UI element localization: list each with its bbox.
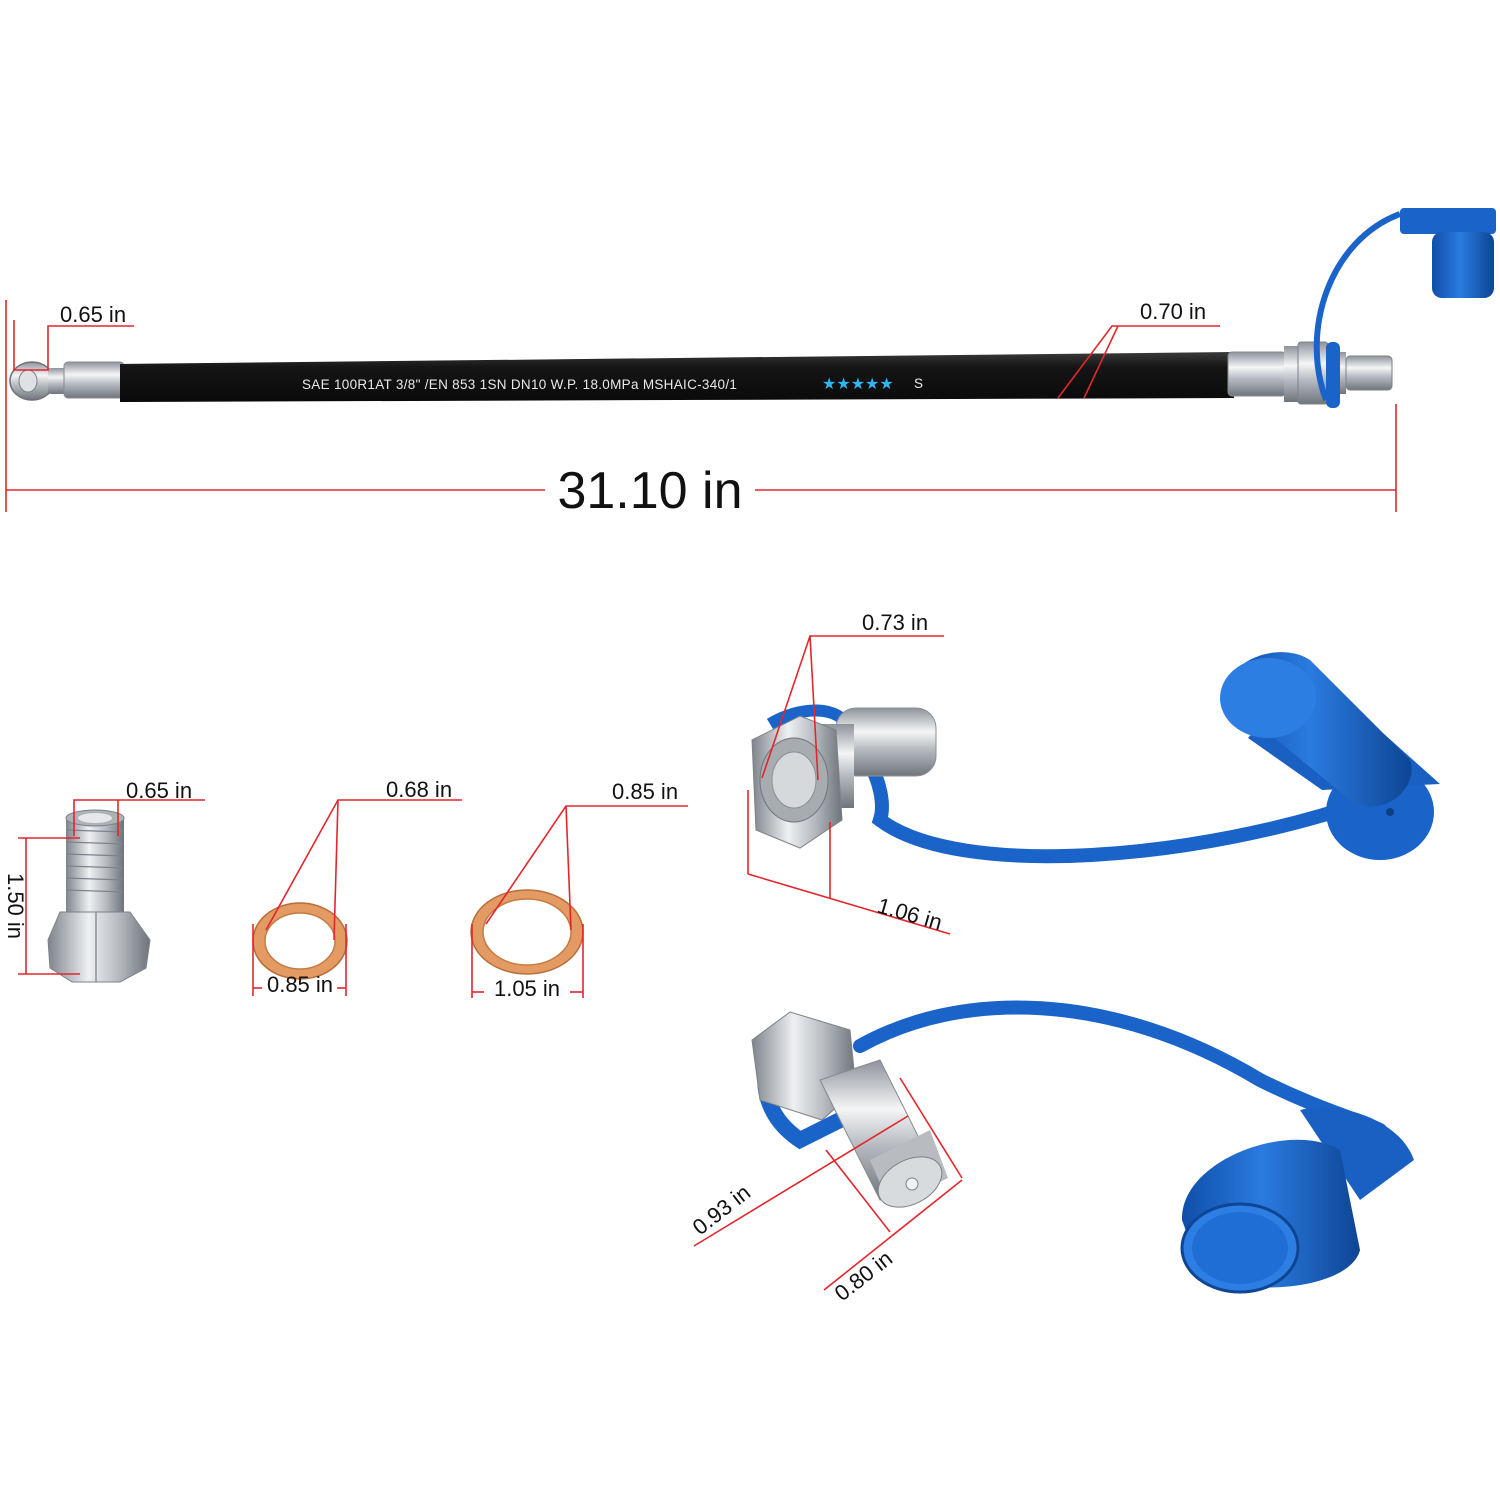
female-coupler bbox=[751, 652, 1440, 864]
banjo-eye-label: 0.65 in bbox=[60, 302, 126, 327]
small-washer-inner-label: 0.68 in bbox=[386, 777, 452, 802]
adapter-width-label: 0.65 in bbox=[126, 778, 192, 803]
male-coupler bbox=[751, 1000, 1414, 1294]
female-thread-label: 0.73 in bbox=[862, 610, 928, 635]
large-washer-outer-label: 1.05 in bbox=[494, 976, 560, 1001]
large-washer-dimensions: 0.85 in 1.05 in bbox=[471, 779, 688, 1001]
right-coupler bbox=[1227, 208, 1496, 408]
hose-print: SAE 100R1AT 3/8" /EN 853 1SN DN10 W.P. 1… bbox=[302, 377, 737, 392]
hose-diameter-label: 0.70 in bbox=[1140, 299, 1206, 324]
male-body-label: 0.93 in bbox=[688, 1180, 755, 1240]
large-copper-washer bbox=[470, 889, 584, 975]
hose-stars: ★★★★★ bbox=[822, 376, 894, 393]
thread-adapter bbox=[47, 809, 151, 983]
small-washer-outer-label: 0.85 in bbox=[267, 972, 333, 997]
small-copper-washer bbox=[252, 902, 348, 980]
adapter-height-label: 1.50 in bbox=[3, 873, 28, 939]
adapter-dimensions: 0.65 in 1.50 in bbox=[3, 778, 205, 975]
small-washer-dimensions: 0.68 in 0.85 in bbox=[252, 777, 462, 997]
male-coupler-cap bbox=[1180, 1107, 1414, 1294]
female-hex-label: 1.06 in bbox=[875, 893, 945, 935]
hose-dimensions: 0.65 in 0.70 in 31.10 in bbox=[5, 299, 1397, 520]
large-washer-inner-label: 0.85 in bbox=[612, 779, 678, 804]
hose-body bbox=[120, 352, 1234, 402]
hose-assembly: SAE 100R1AT 3/8" /EN 853 1SN DN10 W.P. 1… bbox=[9, 208, 1496, 408]
female-coupler-cap bbox=[1220, 652, 1440, 860]
banjo-fitting bbox=[9, 361, 125, 401]
male-tip-label: 0.80 in bbox=[830, 1246, 897, 1306]
hose-mark: S bbox=[914, 376, 923, 391]
total-length-label: 31.10 in bbox=[557, 462, 742, 520]
